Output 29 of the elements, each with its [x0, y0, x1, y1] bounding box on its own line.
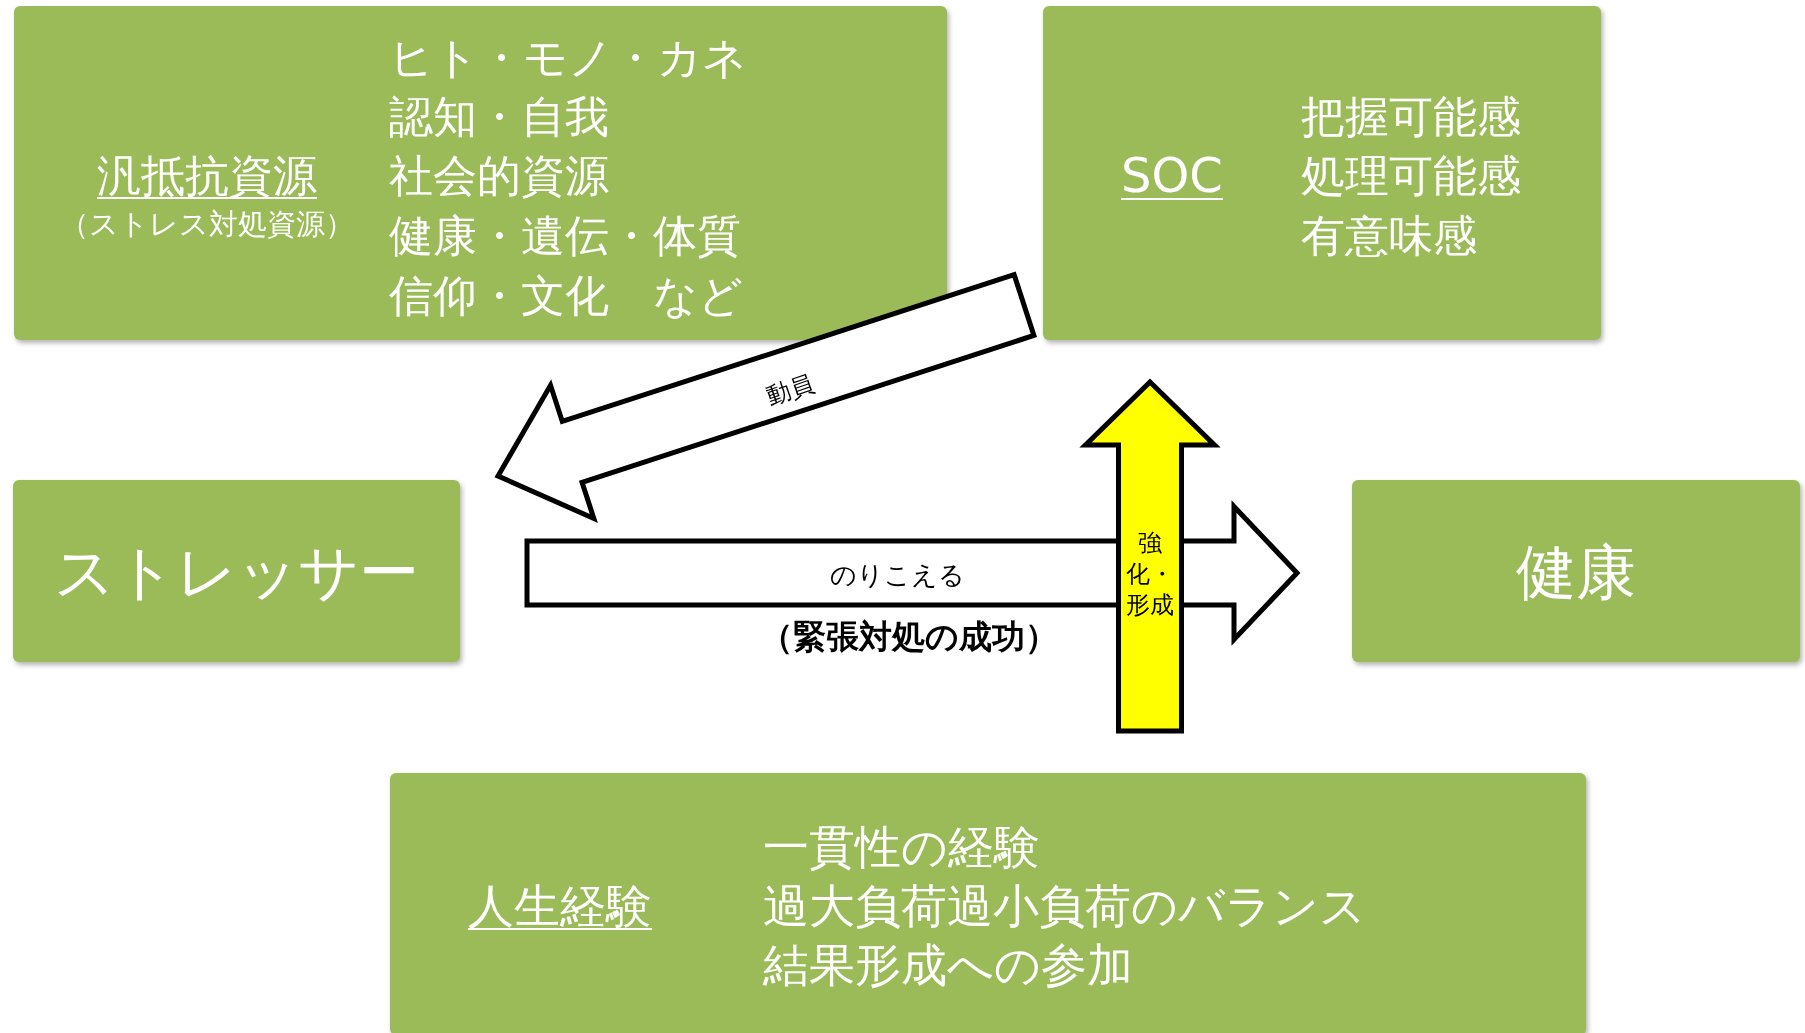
list-item: 過大負荷過小負荷のバランス: [763, 879, 1366, 935]
heading-text: SOC: [1121, 147, 1223, 205]
block-arrow: [494, 271, 1038, 523]
list-item: 把握可能感: [1301, 90, 1521, 144]
node-text: ストレッサー: [53, 536, 419, 608]
edge-label: 強化・形成: [1126, 528, 1174, 622]
heading-text: 汎抵抗資源: [97, 149, 317, 203]
list-item: 認知・自我: [389, 90, 609, 144]
list-item: 結果形成への参加: [763, 938, 1133, 994]
node-text: 健康: [1516, 536, 1636, 608]
block-arrow: [524, 500, 1301, 646]
edge-label: 動員: [762, 367, 818, 413]
edge-label: のりこえる: [829, 558, 965, 592]
node-box: [13, 480, 460, 662]
block-arrow: [1079, 378, 1221, 734]
heading-text: 人生経験: [468, 879, 652, 935]
node-box: [1043, 6, 1601, 340]
node-box: [14, 6, 947, 340]
note-text: （緊張対処の成功）: [760, 615, 1058, 658]
list-item: 社会的資源: [389, 149, 609, 203]
list-item: 健康・遺伝・体質: [389, 209, 741, 263]
node-box: [390, 773, 1586, 1033]
list-item: 一貫性の経験: [763, 820, 1040, 876]
list-item: （ストレス対処資源）: [60, 206, 354, 242]
list-item: ヒト・モノ・カネ: [389, 31, 747, 85]
list-item: 処理可能感: [1301, 149, 1521, 203]
node-box: [1352, 480, 1800, 662]
list-item: 信仰・文化 など: [389, 269, 743, 323]
list-item: 有意味感: [1301, 209, 1477, 263]
